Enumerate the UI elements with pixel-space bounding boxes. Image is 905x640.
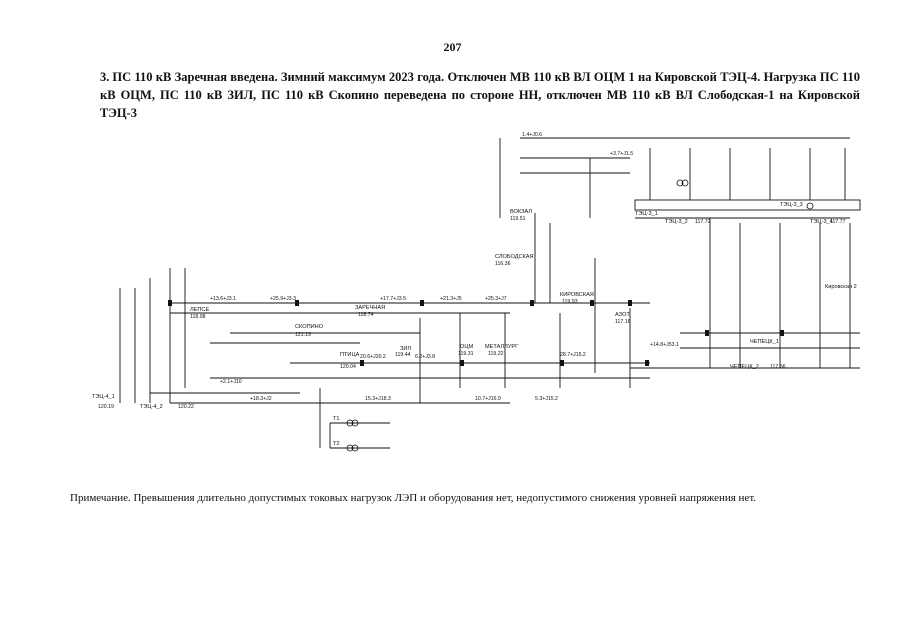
label-tec3-1: ТЭЦ-3_1 [635, 211, 658, 217]
value-vokzal: 119.51 [510, 216, 526, 222]
value-zil: 119.44 [395, 352, 411, 358]
label-tec3-2: ТЭЦ-3_2 [665, 219, 688, 225]
label-zarechnaya: ЗАРЕЧНАЯ [355, 305, 385, 311]
flow-label: +2.1+J10 [220, 379, 242, 385]
value-zarechnaya: 118.74 [358, 312, 374, 318]
label-t2: Т2 [333, 441, 340, 447]
bus-markers [168, 300, 784, 366]
label-vokzal: ВОКЗАЛ [510, 209, 532, 215]
label-tec4-1: ТЭЦ-4_1 [92, 394, 115, 400]
flow-label: 5.3+J15.2 [535, 396, 558, 402]
label-kirovskaya2: Кировская 2 [825, 284, 857, 290]
label-slobodskaya: СЛОБОДСКАЯ [495, 254, 534, 260]
label-ocm: ОЦМ [460, 344, 473, 350]
flow-label: 1.4+J0.6 [522, 132, 542, 138]
label-chepecka1: ЧЕПЕЦК_1 [750, 339, 779, 345]
bus-voltage: 120.22 [178, 404, 194, 410]
flow-label: +25.9+J3.3 [270, 296, 296, 302]
heading-number: 3. [100, 70, 110, 84]
bus-voltage: 117.72 [695, 219, 711, 225]
value-metallurg: 119.22 [488, 351, 504, 357]
bus-voltage: 120.19 [98, 404, 114, 410]
page-number: 207 [443, 40, 462, 54]
flow-label: 10.7+J16.9 [475, 396, 501, 402]
label-t1: Т1 [333, 416, 340, 422]
bus-voltage: 117.56 [770, 364, 786, 370]
flow-label: +18.3+J2 [250, 396, 272, 402]
heading-text: ПС 110 кВ Заречная введена. Зимний макси… [100, 70, 860, 120]
label-skopino: СКОПИНО [295, 324, 324, 330]
label-metallurg: МЕТАЛЛУРГ [485, 344, 518, 350]
value-azot: 117.16 [615, 319, 631, 325]
label-kirovskaya: КИРОВСКАЯ [560, 292, 594, 298]
value-skopino: 121.19 [295, 332, 311, 338]
flow-label: +21.3+J5 [440, 296, 462, 302]
power-flow-diagram: ТЭЦ-4_1 ТЭЦ-4_2 ТЭЦ-3_1 ТЭЦ-3_2 ТЭЦ-3_3 … [92, 132, 861, 452]
flow-label: +25.3+J7 [485, 296, 507, 302]
label-tec4-2: ТЭЦ-4_2 [140, 404, 163, 410]
value-kirovskaya: 119.93 [562, 299, 578, 305]
flow-label: 28.7+J15.2 [560, 352, 586, 358]
value-ocm: 119.31 [458, 351, 474, 357]
flow-label: +13.6+J3.1 [210, 296, 236, 302]
label-tec3-4: ТЭЦ-3_4 [810, 219, 833, 225]
value-ptica: 120.04 [340, 364, 356, 370]
value-lepse: 118.98 [190, 314, 206, 320]
flow-label: 15.3+J18.3 [365, 396, 391, 402]
label-zil: ЗИЛ [400, 346, 411, 352]
flow-label: 20.6+J20.2 [360, 354, 386, 360]
label-tec3-3: ТЭЦ-3_3 [780, 202, 803, 208]
label-ptica: ПТИЦА [340, 352, 360, 358]
bus-voltage: 117.77 [830, 219, 846, 225]
flow-label: +17.7+J3.5 [380, 296, 406, 302]
label-azot: АЗОТ [615, 312, 630, 318]
tec3-bus-frame [634, 199, 861, 211]
section-heading: 3.ПС 110 кВ Заречная введена. Зимний мак… [100, 68, 860, 122]
value-slobodskaya: 116.36 [495, 261, 511, 267]
transformer-symbols [346, 179, 814, 452]
note-paragraph: Примечание. Превышения длительно допусти… [70, 492, 757, 504]
flow-label: 6.2+J3.8 [415, 354, 435, 360]
flow-label: +3.7+J1.5 [610, 151, 633, 157]
flow-label: +14.8+J53.1 [650, 342, 679, 348]
label-chepecka2: ЧЕПЕЦК_2 [730, 364, 759, 370]
network-lines [119, 137, 861, 449]
label-lepse: ЛЕПСЕ [190, 307, 209, 313]
